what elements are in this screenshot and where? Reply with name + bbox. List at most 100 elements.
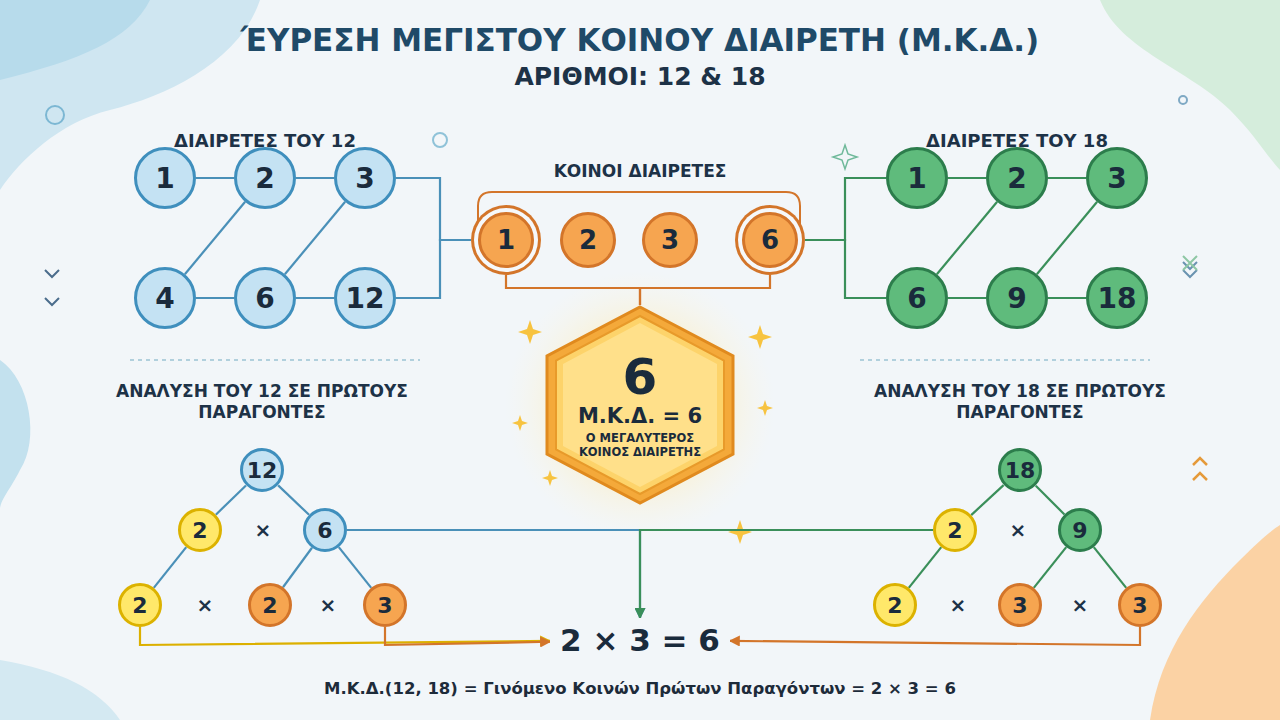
- connector: [278, 485, 309, 514]
- number-circle: 6: [234, 267, 296, 329]
- corner-blob: [1100, 0, 1280, 170]
- connector: [385, 627, 550, 645]
- connector: [506, 275, 640, 305]
- connector: [296, 297, 334, 299]
- deco-cross: [1183, 256, 1197, 270]
- number-circle: 12: [334, 267, 396, 329]
- node-text: 1: [497, 225, 515, 255]
- node-text: 2: [947, 518, 962, 543]
- node-text: 3: [1012, 593, 1027, 618]
- sparkle: [833, 145, 857, 169]
- side-blob: [0, 360, 30, 510]
- multiply-sign: ×: [1068, 593, 1092, 618]
- connector: [1036, 486, 1065, 515]
- number-circle: 18: [1086, 267, 1148, 329]
- section-heading: ΑΡΙΘΜΟΙ: 12 & 18: [340, 61, 940, 92]
- number-circle: 18: [998, 448, 1043, 493]
- corner-blob: [1150, 525, 1280, 720]
- node-text: 3: [377, 593, 392, 618]
- number-circle: 1: [134, 147, 196, 209]
- diagram-title: ΈΥΡΕΣΗ ΜΕΓΙΣΤΟΥ ΚΟΙΝΟΥ ΔΙΑΙΡΕΤΗ (Μ.Κ.Δ.): [0, 22, 1280, 58]
- number-circle: 2: [873, 583, 917, 627]
- node-text: 6: [317, 518, 332, 543]
- connector: [805, 240, 886, 298]
- connector: [216, 486, 246, 515]
- number-circle: 12: [240, 448, 285, 493]
- node-text: 4: [155, 282, 174, 315]
- number-circle: 3: [642, 212, 698, 268]
- node-text: 3: [355, 162, 374, 195]
- node-text: 3: [1107, 162, 1126, 195]
- number-circle: 3: [1118, 583, 1162, 627]
- multiply-sign: ×: [316, 593, 340, 618]
- multiply-sign: ×: [1006, 518, 1030, 543]
- number-circle: 1: [478, 212, 534, 268]
- connector: [140, 627, 550, 645]
- node-text: 6: [907, 282, 926, 315]
- number-circle: 2: [560, 212, 616, 268]
- node-text: 3: [1132, 593, 1147, 618]
- number-circle: 3: [334, 147, 396, 209]
- number-circle: 6: [303, 508, 347, 552]
- connector: [1037, 202, 1097, 274]
- connector: [347, 530, 640, 618]
- connector: [1034, 547, 1067, 588]
- connector: [296, 177, 334, 179]
- node-text: 9: [1007, 282, 1026, 315]
- node-text: 6: [623, 351, 658, 404]
- node-text: 2: [887, 593, 902, 618]
- connector: [805, 178, 886, 240]
- multiply-sign: ×: [946, 593, 970, 618]
- number-circle: 2: [118, 583, 162, 627]
- number-circle: 2: [178, 508, 222, 552]
- number-circle: 3: [998, 583, 1042, 627]
- connector: [196, 297, 234, 299]
- formula-caption: Μ.Κ.Δ.(12, 18) = Γινόμενο Κοινών Πρώτων …: [0, 679, 1280, 698]
- connector: [909, 547, 942, 588]
- node-text: Μ.Κ.Δ. = 6: [578, 403, 702, 430]
- connector: [640, 275, 770, 305]
- result-formula: 2 × 3 = 6: [550, 618, 730, 662]
- number-circle: 2: [933, 508, 977, 552]
- node-text: 3: [661, 225, 679, 255]
- node-text: Ο ΜΕΓΑΛΥΤΕΡΟΣ ΚΟΙΝΟΣ ΔΙΑΙΡΕΤΗΣ: [576, 431, 704, 460]
- number-circle: 6: [886, 267, 948, 329]
- node-text: 2: [579, 225, 597, 255]
- node-text: 6: [761, 225, 779, 255]
- node-text: 2: [1007, 162, 1026, 195]
- corner-blob: [0, 660, 120, 720]
- node-text: 2: [255, 162, 274, 195]
- connector: [1048, 177, 1086, 179]
- result-hexagon: 6Μ.Κ.Δ. = 6Ο ΜΕΓΑΛΥΤΕΡΟΣ ΚΟΙΝΟΣ ΔΙΑΙΡΕΤΗ…: [545, 305, 735, 505]
- connector: [948, 297, 986, 299]
- number-circle: 9: [986, 267, 1048, 329]
- connector: [948, 177, 986, 179]
- number-circle: 6: [742, 212, 798, 268]
- number-circle: 2: [248, 583, 292, 627]
- chevron: [1193, 458, 1207, 480]
- glow: [505, 270, 775, 540]
- node-text: 12: [346, 282, 385, 315]
- chevron: [45, 270, 59, 305]
- connector: [730, 627, 1140, 645]
- section-heading: ΑΝΑΛΥΣΗ ΤΟΥ 12 ΣΕ ΠΡΩΤΟΥΣ ΠΑΡΑΓΟΝΤΕΣ: [112, 381, 412, 424]
- corner-blob: [0, 0, 150, 80]
- deco-circle: [433, 133, 447, 147]
- connector: [640, 530, 933, 618]
- connector: [196, 177, 234, 179]
- node-text: 1: [907, 162, 926, 195]
- deco-circle: [46, 106, 64, 124]
- multiply-sign: ×: [193, 593, 217, 618]
- connector: [1094, 547, 1127, 588]
- connector: [971, 485, 1003, 515]
- number-circle: 2: [234, 147, 296, 209]
- node-text: 2: [262, 593, 277, 618]
- node-text: 1: [155, 162, 174, 195]
- node-text: 18: [1098, 282, 1137, 315]
- number-circle: 2: [986, 147, 1048, 209]
- node-text: 9: [1072, 518, 1087, 543]
- section-heading: ΚΟΙΝΟΙ ΔΙΑΙΡΕΤΕΣ: [490, 161, 790, 182]
- node-text: 6: [255, 282, 274, 315]
- number-circle: 1: [886, 147, 948, 209]
